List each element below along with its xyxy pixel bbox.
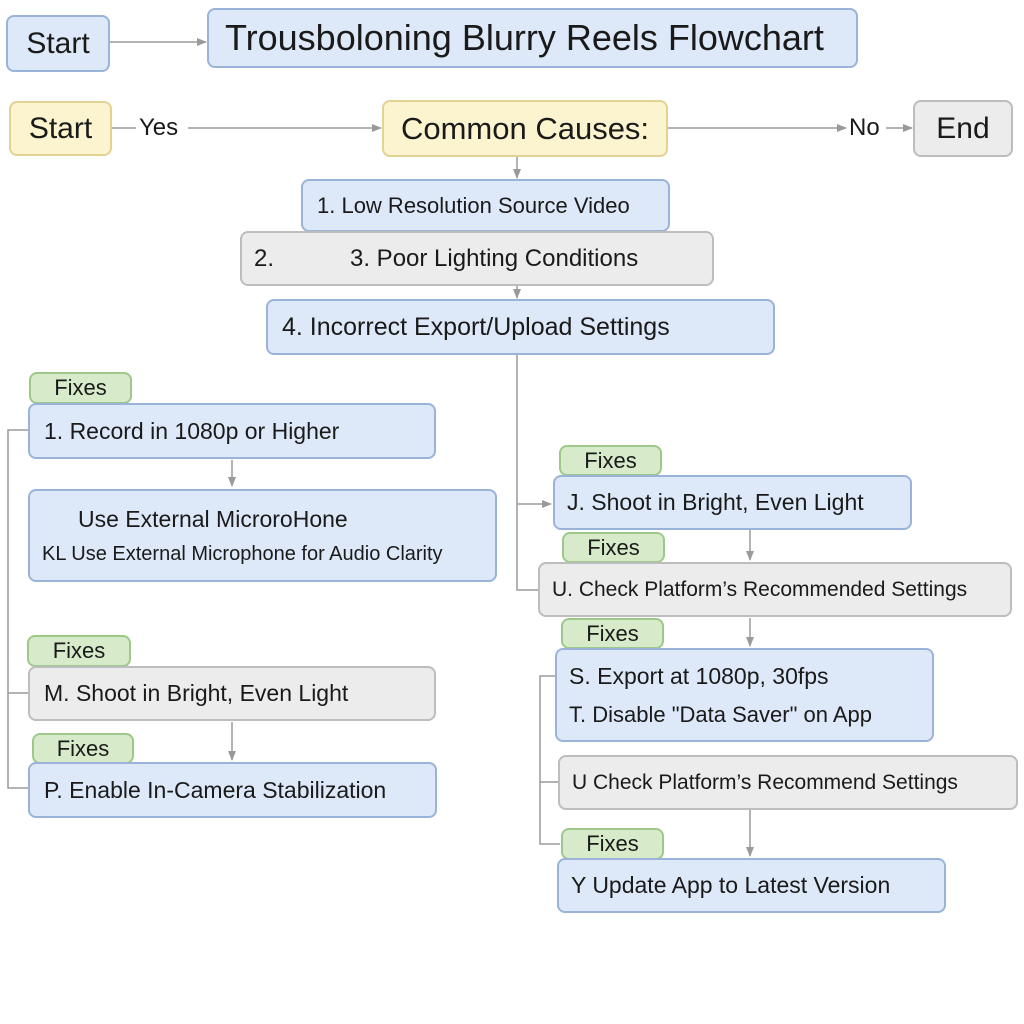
header-start-label: Start xyxy=(26,26,90,60)
no-label: No xyxy=(849,114,880,141)
cause-export-settings-text: 4. Incorrect Export/Upload Settings xyxy=(282,312,670,341)
common-causes-node[interactable]: Common Causes: xyxy=(382,100,668,157)
fix-shoot-bright-left[interactable]: M. Shoot in Bright, Even Light xyxy=(28,666,436,721)
fix-export-1080p-text: S. Export at 1080p, 30fps xyxy=(569,662,829,689)
fix-shoot-bright-left-text: M. Shoot in Bright, Even Light xyxy=(44,680,349,706)
fixes-tag-text: Fixes xyxy=(52,638,106,663)
fixes-tag-left-2: Fixes xyxy=(27,635,131,667)
fix-platform-settings-2[interactable]: U Check Platform’s Recommend Settings xyxy=(558,755,1018,810)
common-causes-label: Common Causes: xyxy=(400,110,650,146)
header-start-node[interactable]: Start xyxy=(6,15,110,72)
fix-data-saver-text: T. Disable "Data Saver" on App xyxy=(569,701,873,727)
fix-stabilization[interactable]: P. Enable In-Camera Stabilization xyxy=(28,762,437,818)
cause-export-settings[interactable]: 4. Incorrect Export/Upload Settings xyxy=(266,299,775,355)
line-right-bracket xyxy=(539,675,560,845)
fix-platform-settings-1-text: U. Check Platform’s Recommended Settings xyxy=(552,577,968,601)
fixes-tag-text: Fixes xyxy=(56,735,110,761)
fix-platform-settings-2-text: U Check Platform’s Recommend Settings xyxy=(572,770,958,794)
fix-shoot-bright-right-text: J. Shoot in Bright, Even Light xyxy=(567,489,864,515)
fix-stabilization-text: P. Enable In-Camera Stabilization xyxy=(44,776,387,803)
fix-external-microphone[interactable]: Use External MicroroHone KL Use External… xyxy=(28,489,497,582)
line-c4-to-right-branch xyxy=(516,354,538,591)
fix-mic-line-1: Use External MicroroHone xyxy=(78,505,348,532)
fix-export-and-data-saver[interactable]: S. Export at 1080p, 30fps T. Disable "Da… xyxy=(555,648,934,742)
cause-2-number: 2. xyxy=(254,244,275,272)
fixes-tag-right-1: Fixes xyxy=(559,445,662,476)
title-node: Trousboloning Blurry Reels Flowchart xyxy=(207,8,858,68)
line-left-bracket xyxy=(7,429,28,789)
start-label: Start xyxy=(28,111,93,145)
fixes-tag-right-4: Fixes xyxy=(561,828,664,860)
page-title: Trousboloning Blurry Reels Flowchart xyxy=(225,17,824,58)
fixes-tag-right-3: Fixes xyxy=(561,618,664,649)
end-node[interactable]: End xyxy=(913,100,1013,157)
yes-label: Yes xyxy=(139,114,179,141)
cause-low-resolution-text: 1. Low Resolution Source Video xyxy=(317,192,630,218)
fixes-tag-text: Fixes xyxy=(586,620,639,646)
fix-update-app[interactable]: Y Update App to Latest Version xyxy=(557,858,946,913)
fix-platform-settings-1[interactable]: U. Check Platform’s Recommended Settings xyxy=(538,562,1012,617)
end-label: End xyxy=(936,111,990,145)
fix-record-1080p[interactable]: 1. Record in 1080p or Higher xyxy=(28,403,436,459)
fix-update-app-text: Y Update App to Latest Version xyxy=(571,872,891,898)
cause-poor-lighting[interactable]: 2. 3. Poor Lighting Conditions xyxy=(240,231,714,286)
fixes-tag-right-2: Fixes xyxy=(562,532,665,563)
fixes-tag-text: Fixes xyxy=(586,831,639,856)
fix-mic-line-2: KL Use External Microphone for Audio Cla… xyxy=(42,542,443,565)
fixes-tag-text: Fixes xyxy=(587,534,640,560)
cause-poor-lighting-text: 3. Poor Lighting Conditions xyxy=(350,244,639,272)
fixes-tag-left-3: Fixes xyxy=(32,733,134,764)
fixes-tag-text: Fixes xyxy=(54,375,107,400)
cause-low-resolution[interactable]: 1. Low Resolution Source Video xyxy=(301,179,670,232)
fix-record-1080p-text: 1. Record in 1080p or Higher xyxy=(44,417,340,444)
fix-shoot-bright-right[interactable]: J. Shoot in Bright, Even Light xyxy=(553,475,912,530)
start-node[interactable]: Start xyxy=(9,101,112,156)
fixes-tag-text: Fixes xyxy=(584,447,637,473)
fixes-tag-left-1: Fixes xyxy=(29,372,132,404)
